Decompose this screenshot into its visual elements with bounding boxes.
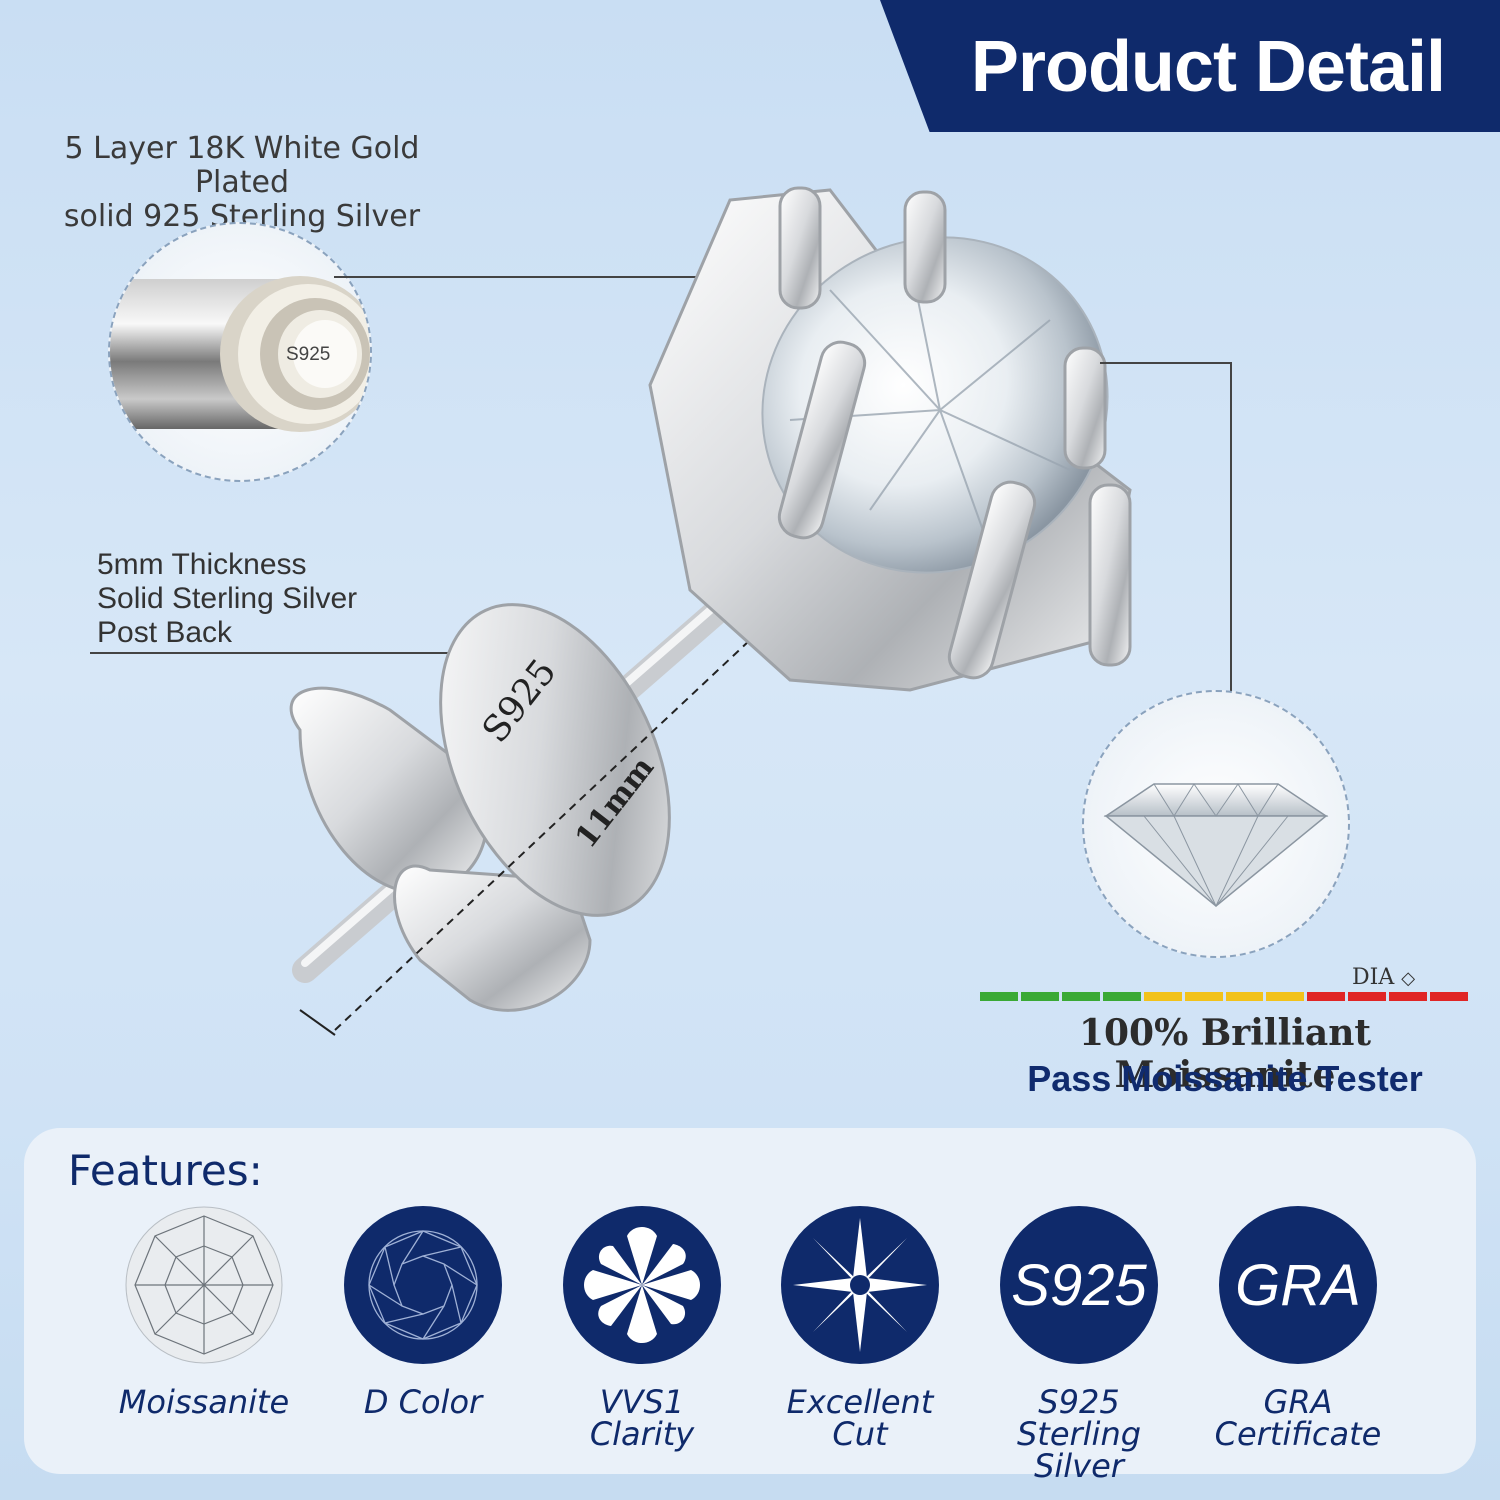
gem-leader-vertical (1230, 362, 1232, 728)
moissanite-stone-image (1103, 783, 1329, 908)
tester-segment (1102, 992, 1141, 1001)
tester-segment (1266, 992, 1305, 1001)
tester-segment (1184, 992, 1223, 1001)
feature-d-color: D Color (313, 1206, 533, 1418)
tester-segment (1389, 992, 1428, 1001)
gem-leader-line (1100, 362, 1232, 364)
tester-segment (980, 992, 1018, 1001)
dia-label: DIA ◇ (1352, 965, 1416, 990)
feature-label: D Color (363, 1383, 483, 1421)
tester-segment (1225, 992, 1264, 1001)
feature-gra: GRA GRA Certificate (1188, 1206, 1408, 1450)
post-cross-section-image (110, 276, 370, 432)
feature-vvs1-clarity: VVS1 Clarity (532, 1206, 752, 1450)
gra-badge: GRA (1219, 1206, 1377, 1364)
diamond-icon: ◇ (1401, 968, 1416, 989)
material-callout: 5 Layer 18K White Gold Plated solid 925 … (22, 132, 462, 234)
feature-label: Cut (832, 1415, 888, 1453)
feature-label: Certificate (1214, 1415, 1382, 1453)
feature-label: Sterling Silver (1016, 1415, 1142, 1485)
header-banner (880, 0, 1500, 132)
feature-label: GRA (1263, 1383, 1333, 1421)
stamp-s925: S925 (286, 344, 331, 365)
material-closeup: S925 (108, 222, 372, 482)
moissanite-title: 100% Brilliant Moissanite (1078, 1012, 1372, 1096)
tester-segment (1143, 992, 1182, 1001)
thickness-leader-line (90, 652, 462, 654)
hearts-pattern-icon (563, 1206, 721, 1364)
thickness-line-3: Post Back (97, 616, 233, 649)
tester-segment (1061, 992, 1100, 1001)
feature-label: Clarity (589, 1415, 695, 1453)
tester-segment (1020, 992, 1059, 1001)
feature-label: Moissanite (118, 1383, 290, 1421)
thickness-callout: 5mm Thickness Solid Sterling Silver Post… (97, 548, 357, 650)
moissanite-icon (125, 1206, 283, 1364)
arrows-pattern-icon (781, 1206, 939, 1364)
feature-label: S925 (1038, 1383, 1120, 1421)
tester-segment (1348, 992, 1387, 1001)
material-leader-line (334, 276, 726, 278)
thickness-line-1: 5mm Thickness (97, 548, 307, 581)
tester-segment (1307, 992, 1346, 1001)
earring-image: S925 11mm (289, 186, 1132, 1036)
gra-badge-text: GRA (1235, 1253, 1361, 1318)
gem-closeup (1082, 690, 1350, 958)
feature-label: VVS1 (599, 1383, 685, 1421)
tester-segment (1430, 992, 1469, 1001)
tester-meter (980, 992, 1469, 1001)
feature-moissanite: Moissanite (94, 1206, 314, 1418)
d-color-icon (344, 1206, 502, 1364)
feature-label: Excellent (786, 1383, 934, 1421)
feature-s925: S925 S925 Sterling Silver (969, 1206, 1189, 1482)
s925-badge-text: S925 (1011, 1253, 1147, 1318)
s925-badge: S925 (1000, 1206, 1158, 1364)
material-line-1: 5 Layer 18K White Gold Plated (64, 131, 420, 200)
feature-excellent-cut: Excellent Cut (750, 1206, 970, 1450)
tester-subtitle: Pass Moissanite Tester (1027, 1058, 1423, 1099)
features-title: Features: (68, 1146, 263, 1195)
thickness-line-2: Solid Sterling Silver (97, 582, 358, 615)
page-title: Product Detail (970, 27, 1446, 107)
